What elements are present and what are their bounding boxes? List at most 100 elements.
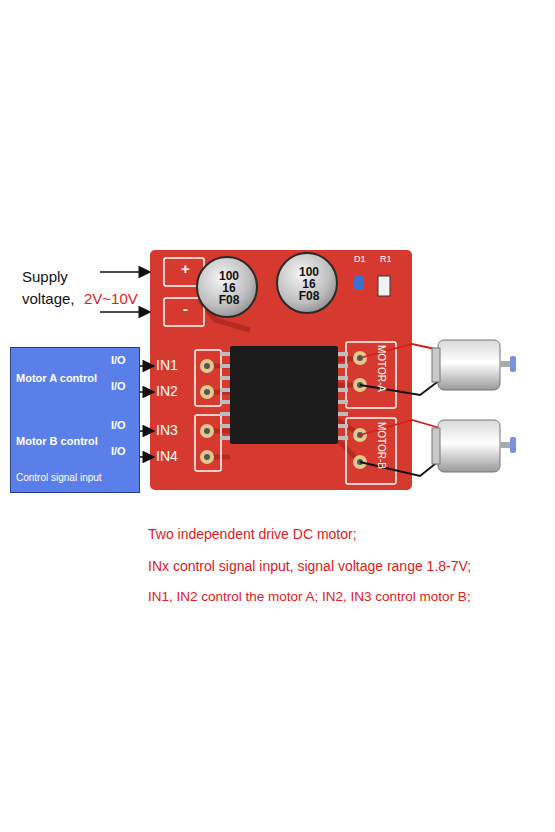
trace xyxy=(200,300,250,330)
pad-outlines xyxy=(164,258,396,484)
motor-shaft xyxy=(500,442,512,448)
motor-end-cap xyxy=(432,348,440,382)
small-parts xyxy=(354,276,390,296)
chip-pin xyxy=(220,436,230,440)
led-symbol xyxy=(354,276,364,290)
group-label: Motor A control xyxy=(16,372,97,384)
chip-pin xyxy=(338,364,348,368)
terminal-label: MOTOR-B xyxy=(376,422,387,469)
pin-hole xyxy=(357,355,363,361)
signal-arrow xyxy=(140,430,154,432)
motor-body xyxy=(438,340,500,390)
pin-pad xyxy=(353,428,367,442)
pad-outline xyxy=(164,258,204,286)
driver-board: + - D1 R1MOTOR-A MOTOR-B 100 16 F08 100 16 F08… xyxy=(150,250,412,490)
pcb-traces xyxy=(200,300,360,462)
supply-arrows xyxy=(100,272,150,312)
motor-shaft xyxy=(500,361,512,367)
input-pin: IN3 xyxy=(154,420,214,442)
io-label: I/O xyxy=(111,380,126,392)
trace xyxy=(338,358,360,360)
pin-hole xyxy=(357,382,363,388)
motor-body xyxy=(438,420,500,472)
input-pin: IN1 xyxy=(154,355,214,377)
part-ref: D1 xyxy=(354,254,366,264)
capacitor: 100 16 F08 xyxy=(196,256,258,318)
terminal-label: MOTOR-A xyxy=(376,345,387,392)
chip-pin xyxy=(220,376,230,380)
motor-gear xyxy=(510,356,516,372)
pin-hole xyxy=(204,363,210,369)
wire xyxy=(360,380,440,395)
signal-arrow xyxy=(140,391,154,393)
control-signal-box: I/OMotor A controlI/OI/OMotor B controlI… xyxy=(10,347,140,493)
part-ref: R1 xyxy=(380,254,392,264)
trace xyxy=(207,455,230,460)
chip-pins xyxy=(220,352,348,440)
pin-label: IN4 xyxy=(156,448,178,464)
capacitor-marking: 100 16 F08 xyxy=(214,270,244,306)
trace xyxy=(207,429,230,434)
io-label: I/O xyxy=(111,354,126,366)
pin-hole xyxy=(357,432,363,438)
input-pin: IN4 xyxy=(154,446,214,468)
spec-note: IN1, IN2 control the motor A; IN2, IN3 c… xyxy=(148,589,548,604)
pin-pad xyxy=(353,378,367,392)
trace xyxy=(338,383,360,388)
chip-pin xyxy=(220,412,230,416)
chip-pin xyxy=(338,376,348,380)
pin-label: IN3 xyxy=(156,422,178,438)
wire xyxy=(360,460,440,476)
supply-arrow xyxy=(100,311,150,313)
voltage-range: 2V~10V xyxy=(84,288,138,310)
chip-pin xyxy=(338,400,348,404)
motor-wires xyxy=(360,344,440,476)
trace xyxy=(207,390,230,395)
motor-terminal-outline xyxy=(346,418,396,484)
trace xyxy=(338,440,360,462)
supply-label: Supply voltage, xyxy=(22,266,84,310)
terminal-mark: + xyxy=(181,260,190,277)
pin-label: IN1 xyxy=(156,357,178,373)
capacitor-marking: 100 16 F08 xyxy=(294,266,324,302)
motor-terminal-outline xyxy=(346,342,396,408)
chip-pin xyxy=(220,352,230,356)
chip-pin xyxy=(338,412,348,416)
chip-pin xyxy=(338,424,348,428)
wire xyxy=(360,420,440,435)
pin-hole xyxy=(204,428,210,434)
io-label: I/O xyxy=(111,445,126,457)
pin-pad xyxy=(200,359,214,373)
motor-gear xyxy=(510,437,516,453)
pin-pad xyxy=(200,385,214,399)
chip-pin xyxy=(338,436,348,440)
chip-pin xyxy=(338,352,348,356)
chip-pin xyxy=(220,400,230,404)
chip-pin xyxy=(220,424,230,428)
group-label: Motor B control xyxy=(16,435,98,447)
header-outline xyxy=(195,350,221,406)
trace xyxy=(207,364,230,369)
pin-pad xyxy=(353,455,367,469)
pin-hole xyxy=(357,459,363,465)
chip-pin xyxy=(338,388,348,392)
motor-end-cap xyxy=(432,428,440,464)
dc-motor xyxy=(432,420,516,472)
spec-note: INx control signal input, signal voltage… xyxy=(148,558,548,574)
driver-chip xyxy=(220,346,348,444)
pin-label: IN2 xyxy=(156,383,178,399)
pin-pad xyxy=(200,450,214,464)
pin-pad xyxy=(200,424,214,438)
pin-pad xyxy=(353,351,367,365)
chip-pin xyxy=(220,364,230,368)
pad-outline xyxy=(164,298,204,326)
signal-arrow xyxy=(140,456,154,458)
terminal-mark: - xyxy=(183,300,188,317)
pin-hole xyxy=(204,389,210,395)
pin-hole xyxy=(204,454,210,460)
resistor-symbol xyxy=(378,276,390,296)
spec-note: Two independent drive DC motor; xyxy=(148,526,548,542)
